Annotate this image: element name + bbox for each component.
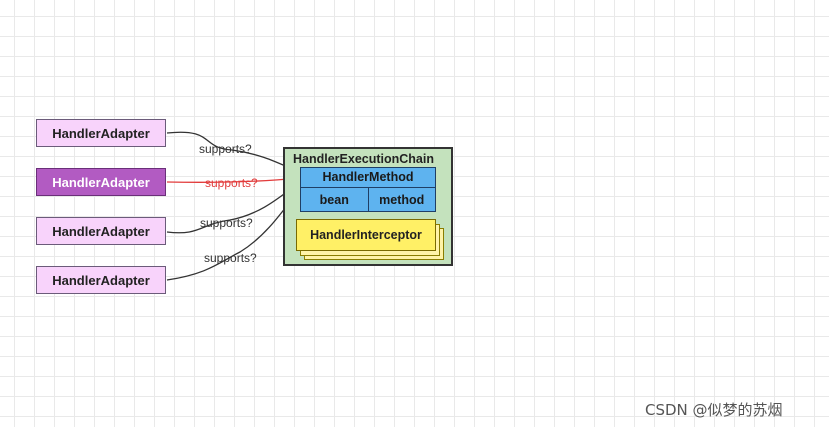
edge-adapter-4 [166, 185, 303, 281]
handler-method-fields: bean method [301, 188, 435, 211]
handler-interceptor[interactable]: HandlerInterceptor [296, 219, 436, 251]
watermark-text: CSDN @似梦的苏烟 [645, 401, 783, 419]
edge-label-supports-2: supports? [205, 176, 258, 190]
chain-title: HandlerExecutionChain [293, 152, 434, 166]
handler-interceptor-stack[interactable]: HandlerInterceptor [296, 219, 444, 261]
edge-label-supports-3: supports? [200, 216, 253, 230]
handler-method[interactable]: HandlerMethod bean method [300, 167, 436, 212]
edge-adapter-1 [166, 131, 300, 173]
method-field[interactable]: method [367, 188, 436, 211]
edge-label-supports-4: supports? [204, 251, 257, 265]
handler-method-title: HandlerMethod [301, 168, 435, 188]
bean-field[interactable]: bean [319, 192, 349, 207]
handler-adapter-3[interactable]: HandlerAdapter [36, 217, 166, 245]
edge-label-supports-1: supports? [199, 142, 252, 156]
handler-adapter-4[interactable]: HandlerAdapter [36, 266, 166, 294]
handler-adapter-1[interactable]: HandlerAdapter [36, 119, 166, 147]
handler-adapter-2-selected[interactable]: HandlerAdapter [36, 168, 166, 196]
